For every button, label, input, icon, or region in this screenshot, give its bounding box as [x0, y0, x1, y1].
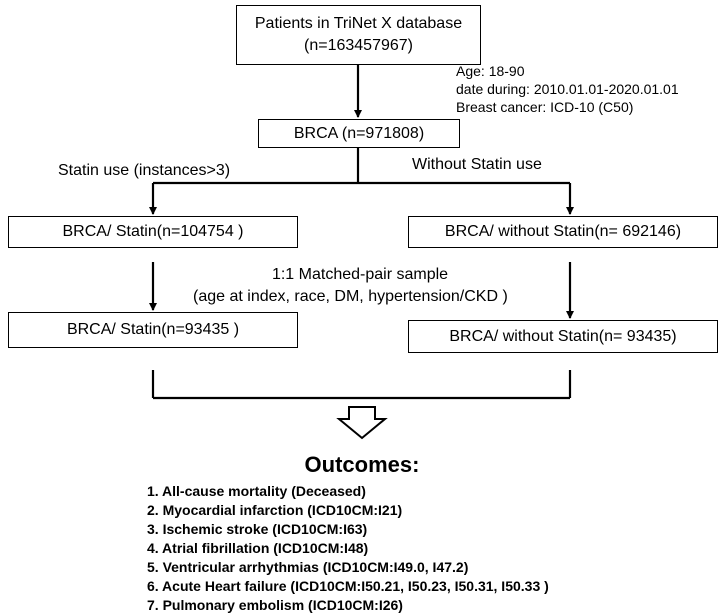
criteria-age: Age: 18-90	[456, 63, 525, 79]
matching-criteria: (age at index, race, DM, hypertension/CK…	[193, 288, 508, 305]
database-box-title: Patients in TriNet X database	[254, 15, 463, 32]
brca-box-label: BRCA (n=971808)	[293, 124, 425, 142]
matched-statin-box: BRCA/ Statin(n=93435 )	[8, 312, 298, 348]
outcome-item: 3. Ischemic stroke (ICD10CM:I63)	[147, 521, 368, 537]
outcome-item: 6. Acute Heart failure (ICD10CM:I50.21, …	[147, 578, 549, 594]
statin-box-label: BRCA/ Statin(n=104754 )	[62, 223, 244, 240]
outcome-item: 2. Myocardial infarction (ICD10CM:I21)	[147, 502, 403, 518]
without-statin-box-label: BRCA/ without Statin(n= 692146)	[444, 223, 682, 240]
matched-without-statin-box-label: BRCA/ without Statin(n= 93435)	[449, 327, 677, 345]
outcome-item: 4. Atrial fibrillation (ICD10CM:I48)	[147, 540, 369, 556]
database-box: Patients in TriNet X database (n=1634579…	[236, 5, 481, 65]
matching-title: 1:1 Matched-pair sample	[271, 266, 449, 283]
without-statin-box: BRCA/ without Statin(n= 692146)	[408, 216, 718, 248]
statin-use-label: Statin use (instances>3)	[58, 162, 231, 179]
outcome-item: 1. All-cause mortality (Deceased)	[147, 483, 366, 499]
outcome-item: 5. Ventricular arrhythmias (ICD10CM:I49.…	[147, 559, 469, 575]
matched-statin-box-label: BRCA/ Statin(n=93435 )	[66, 321, 240, 338]
criteria-date: date during: 2010.01.01-2020.01.01	[456, 81, 679, 97]
statin-box: BRCA/ Statin(n=104754 )	[8, 216, 298, 248]
database-box-count: (n=163457967)	[304, 37, 413, 54]
outcomes-title: Outcomes:	[304, 452, 420, 477]
brca-box: BRCA (n=971808)	[258, 119, 460, 148]
without-statin-label: Without Statin use	[412, 156, 542, 173]
outcome-item: 7. Pulmonary embolism (ICD10CM:I26)	[147, 597, 403, 613]
criteria-diagnosis: Breast cancer: ICD-10 (C50)	[456, 99, 634, 115]
hollow-down-arrow-icon	[336, 406, 388, 440]
matched-without-statin-box: BRCA/ without Statin(n= 93435)	[408, 320, 718, 353]
